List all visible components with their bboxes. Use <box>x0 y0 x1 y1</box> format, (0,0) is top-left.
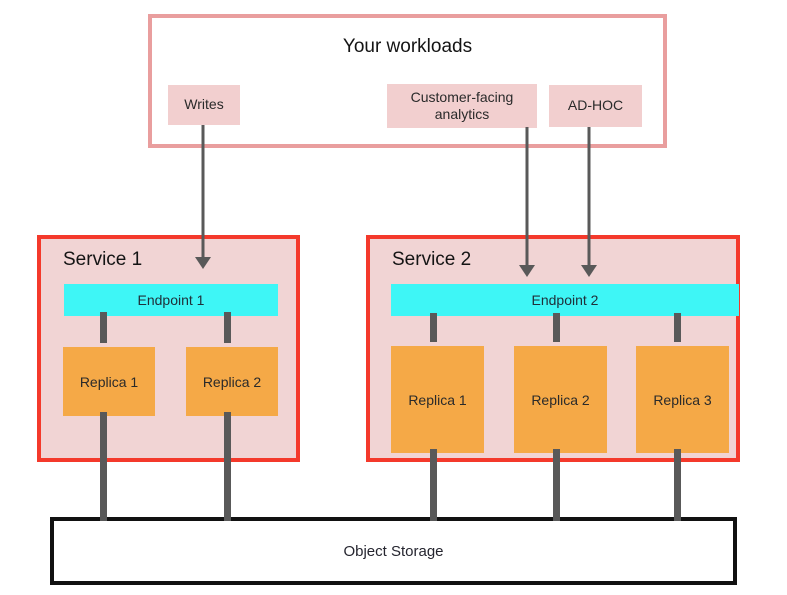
workload-item-writes: Writes <box>168 85 240 125</box>
service1-box: Service 1 Endpoint 1 Replica 1 Replica 2 <box>37 235 300 462</box>
arrow-writes-to-endpoint1 <box>195 125 211 269</box>
arrow-stem <box>201 125 205 257</box>
arrow-stem <box>587 127 591 265</box>
connector-endpoint2-replica1 <box>430 313 437 342</box>
connector-s2replica2-storage <box>553 449 560 521</box>
workload-item-customer-facing-analytics: Customer-facing analytics <box>387 84 537 128</box>
service2-box: Service 2 Endpoint 2 Replica 1 Replica 2… <box>366 235 740 462</box>
arrow-stem <box>525 127 529 265</box>
endpoint2-bar: Endpoint 2 <box>391 284 739 316</box>
connector-s2replica3-storage <box>674 449 681 521</box>
service1-replica1-box: Replica 1 <box>63 347 155 416</box>
arrow-analytics-to-endpoint2 <box>519 127 535 277</box>
connector-endpoint1-replica2 <box>224 312 231 343</box>
connector-endpoint2-replica2 <box>553 313 560 342</box>
connector-s2replica1-storage <box>430 449 437 521</box>
endpoint1-bar: Endpoint 1 <box>64 284 278 316</box>
connector-s1replica2-storage <box>224 412 231 521</box>
workload-item-adhoc: AD-HOC <box>549 85 642 127</box>
service2-replica2-box: Replica 2 <box>514 346 607 453</box>
connector-endpoint1-replica1 <box>100 312 107 343</box>
service2-title: Service 2 <box>392 249 472 270</box>
service2-replica3-box: Replica 3 <box>636 346 729 453</box>
arrow-adhoc-to-endpoint2 <box>581 127 597 277</box>
service2-replica1-box: Replica 1 <box>391 346 484 453</box>
object-storage-box: Object Storage <box>50 517 737 585</box>
your-workloads-title: Your workloads <box>342 36 473 57</box>
arrow-down-icon <box>195 257 211 269</box>
connector-s1replica1-storage <box>100 412 107 521</box>
service1-title: Service 1 <box>63 249 143 270</box>
arrow-down-icon <box>581 265 597 277</box>
arrow-down-icon <box>519 265 535 277</box>
service1-replica2-box: Replica 2 <box>186 347 278 416</box>
connector-endpoint2-replica3 <box>674 313 681 342</box>
